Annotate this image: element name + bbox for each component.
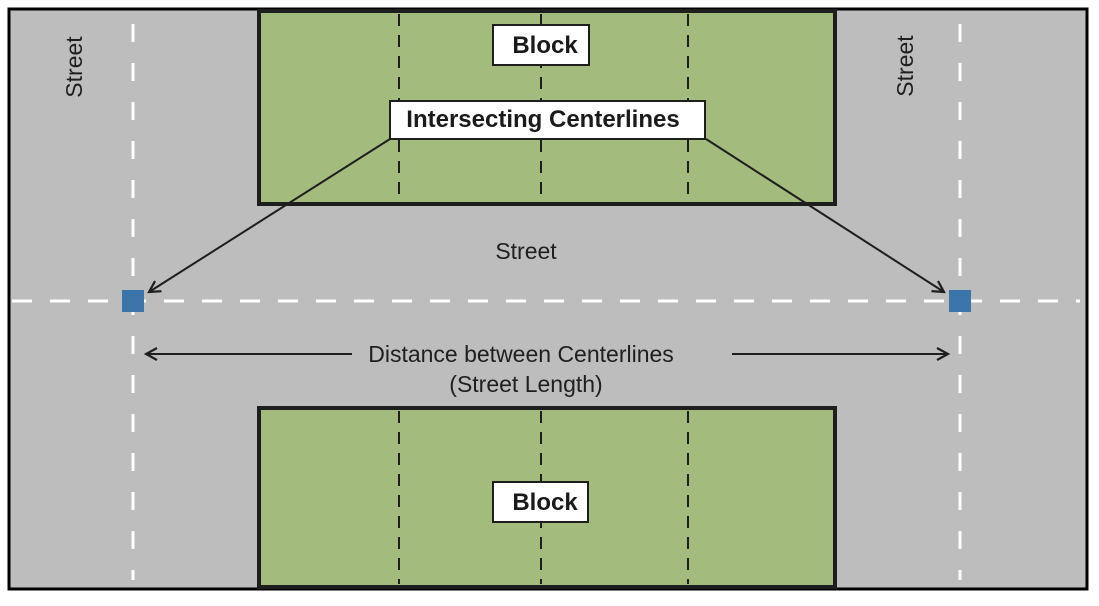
bottom-block-label-box (492, 481, 589, 523)
right-street-label: Street (892, 35, 918, 97)
top-block-label-box (492, 24, 590, 66)
left-street-label: Street (61, 36, 87, 98)
intersecting-centerlines-label-box (389, 100, 706, 140)
arrow-to-left-intersection (149, 138, 391, 292)
right-intersection-marker (949, 290, 971, 312)
distance-caption-line2: (Street Length) (449, 371, 602, 397)
distance-caption-line1: Distance between Centerlines (368, 341, 674, 367)
left-intersection-marker (122, 290, 144, 312)
arrow-to-right-intersection (705, 138, 944, 292)
top-block-label: Block (512, 32, 578, 59)
intersecting-centerlines-label: Intersecting Centerlines (406, 106, 679, 133)
middle-street-label: Street (495, 238, 557, 264)
bottom-block-label: Block (512, 489, 578, 516)
